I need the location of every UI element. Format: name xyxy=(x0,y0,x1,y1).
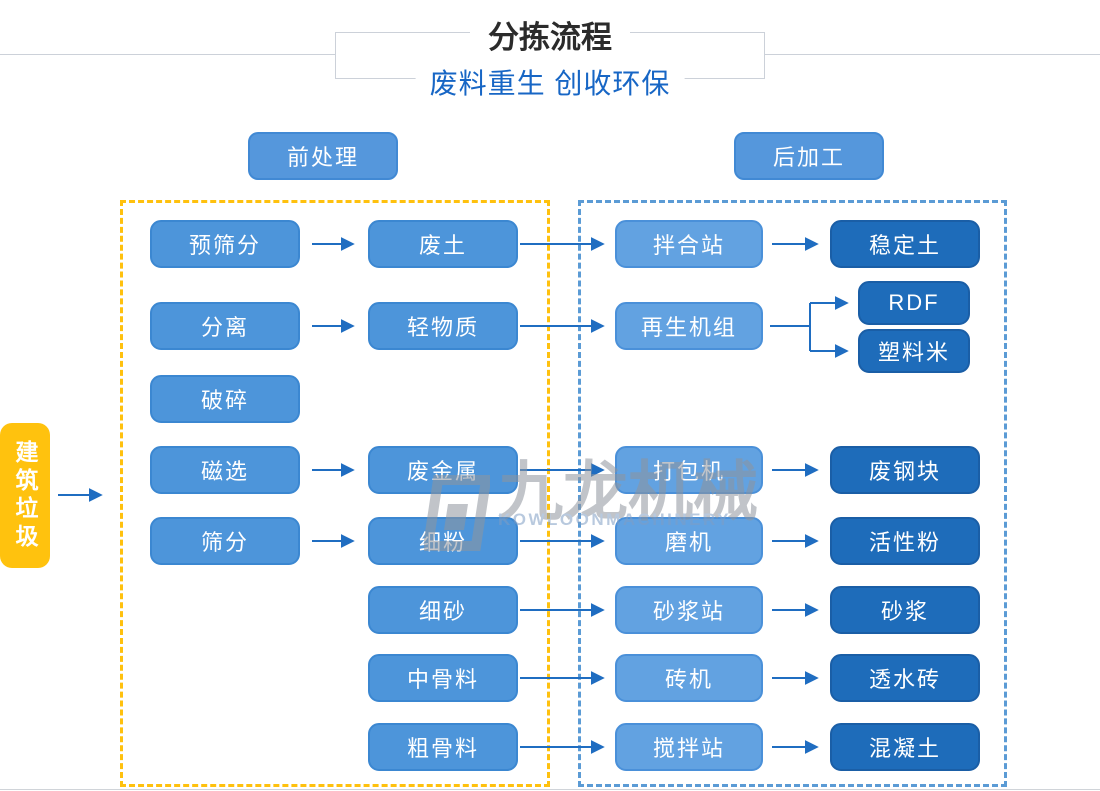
node-stabilized-soil: 稳定土 xyxy=(830,220,980,268)
node-pre-screening: 预筛分 xyxy=(150,220,300,268)
node-active-powder: 活性粉 xyxy=(830,517,980,565)
page-subtitle: 废料重生 创收环保 xyxy=(415,62,685,102)
node-concrete-batching-plant: 搅拌站 xyxy=(615,723,763,771)
node-magnetic-separation: 磁选 xyxy=(150,446,300,494)
node-crushing: 破碎 xyxy=(150,375,300,423)
node-waste-metal: 废金属 xyxy=(368,446,518,494)
post-processing-zone xyxy=(578,200,1007,787)
source-construction-waste: 建筑垃圾 xyxy=(0,423,50,568)
node-coarse-aggregate: 粗骨料 xyxy=(368,723,518,771)
node-permeable-brick: 透水砖 xyxy=(830,654,980,702)
bottom-border-line xyxy=(0,789,1100,790)
pre-processing-zone xyxy=(120,200,550,787)
node-grinding-mill: 磨机 xyxy=(615,517,763,565)
node-screening: 筛分 xyxy=(150,517,300,565)
section-label-post-processing: 后加工 xyxy=(734,132,884,180)
node-regeneration-unit: 再生机组 xyxy=(615,302,763,350)
node-concrete: 混凝土 xyxy=(830,723,980,771)
node-fine-powder: 细粉 xyxy=(368,517,518,565)
node-mortar: 砂浆 xyxy=(830,586,980,634)
node-mixing-plant: 拌合站 xyxy=(615,220,763,268)
node-light-material: 轻物质 xyxy=(368,302,518,350)
node-waste-soil: 废土 xyxy=(368,220,518,268)
node-separation: 分离 xyxy=(150,302,300,350)
node-brick-machine: 砖机 xyxy=(615,654,763,702)
node-scrap-steel-block: 废钢块 xyxy=(830,446,980,494)
section-label-pre-processing: 前处理 xyxy=(248,132,398,180)
node-medium-aggregate: 中骨料 xyxy=(368,654,518,702)
node-fine-sand: 细砂 xyxy=(368,586,518,634)
node-baler: 打包机 xyxy=(615,446,763,494)
node-plastic-pellets: 塑料米 xyxy=(858,329,970,373)
page-title: 分拣流程 xyxy=(470,12,630,57)
node-mortar-plant: 砂浆站 xyxy=(615,586,763,634)
node-rdf: RDF xyxy=(858,281,970,325)
